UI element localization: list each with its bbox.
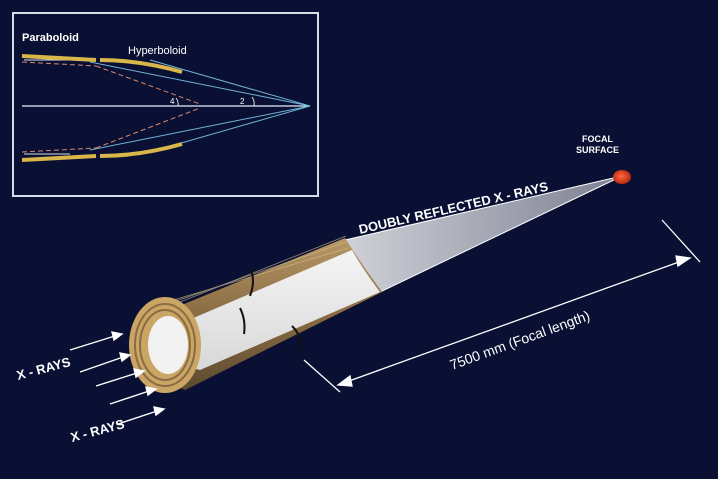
angle-label-2: 2 <box>240 97 245 106</box>
lower-hyperboloid-mirror <box>99 142 183 158</box>
front-face-opening <box>148 316 188 374</box>
inner-bore <box>168 250 380 370</box>
focal-length-dimension <box>303 219 701 393</box>
focal-surface-label-line1: FOCAL <box>582 134 613 144</box>
front-face-ring-2 <box>139 309 191 381</box>
angle-arc-4 <box>175 97 179 107</box>
mirror-assembly <box>129 235 382 393</box>
xrays-label-bottom: X - RAYS <box>69 416 126 445</box>
inset-border <box>12 12 319 197</box>
upper-paraboloid-mirror <box>21 54 97 62</box>
front-face-ring-1 <box>134 303 196 387</box>
angle-arc-2 <box>251 96 255 107</box>
upper-hyperboloid-mirror <box>99 58 183 74</box>
shell-striations <box>154 235 349 313</box>
inset-dashed-rays <box>21 61 201 153</box>
segment-joint-2 <box>239 307 246 335</box>
incoming-xray-arrows <box>69 331 166 425</box>
paraboloid-label: Paraboloid <box>22 32 79 44</box>
lower-paraboloid-mirror <box>21 154 97 162</box>
angle-label-4: 4 <box>170 97 175 106</box>
inset-incoming-rays <box>24 59 70 155</box>
reflected-xray-beam <box>344 175 623 293</box>
hyperboloid-label: Hyperboloid <box>128 45 187 57</box>
segment-joint-3 <box>291 325 302 353</box>
segment-joint-1 <box>249 267 254 297</box>
inset-panel: 4 2 Paraboloid Hyperboloid <box>12 12 319 197</box>
xrays-label-top: X - RAYS <box>15 354 72 383</box>
focal-length-label: 7500 mm (Focal length) <box>448 307 592 373</box>
focal-surface-label-line2: SURFACE <box>576 145 619 155</box>
focal-spot <box>613 170 631 184</box>
